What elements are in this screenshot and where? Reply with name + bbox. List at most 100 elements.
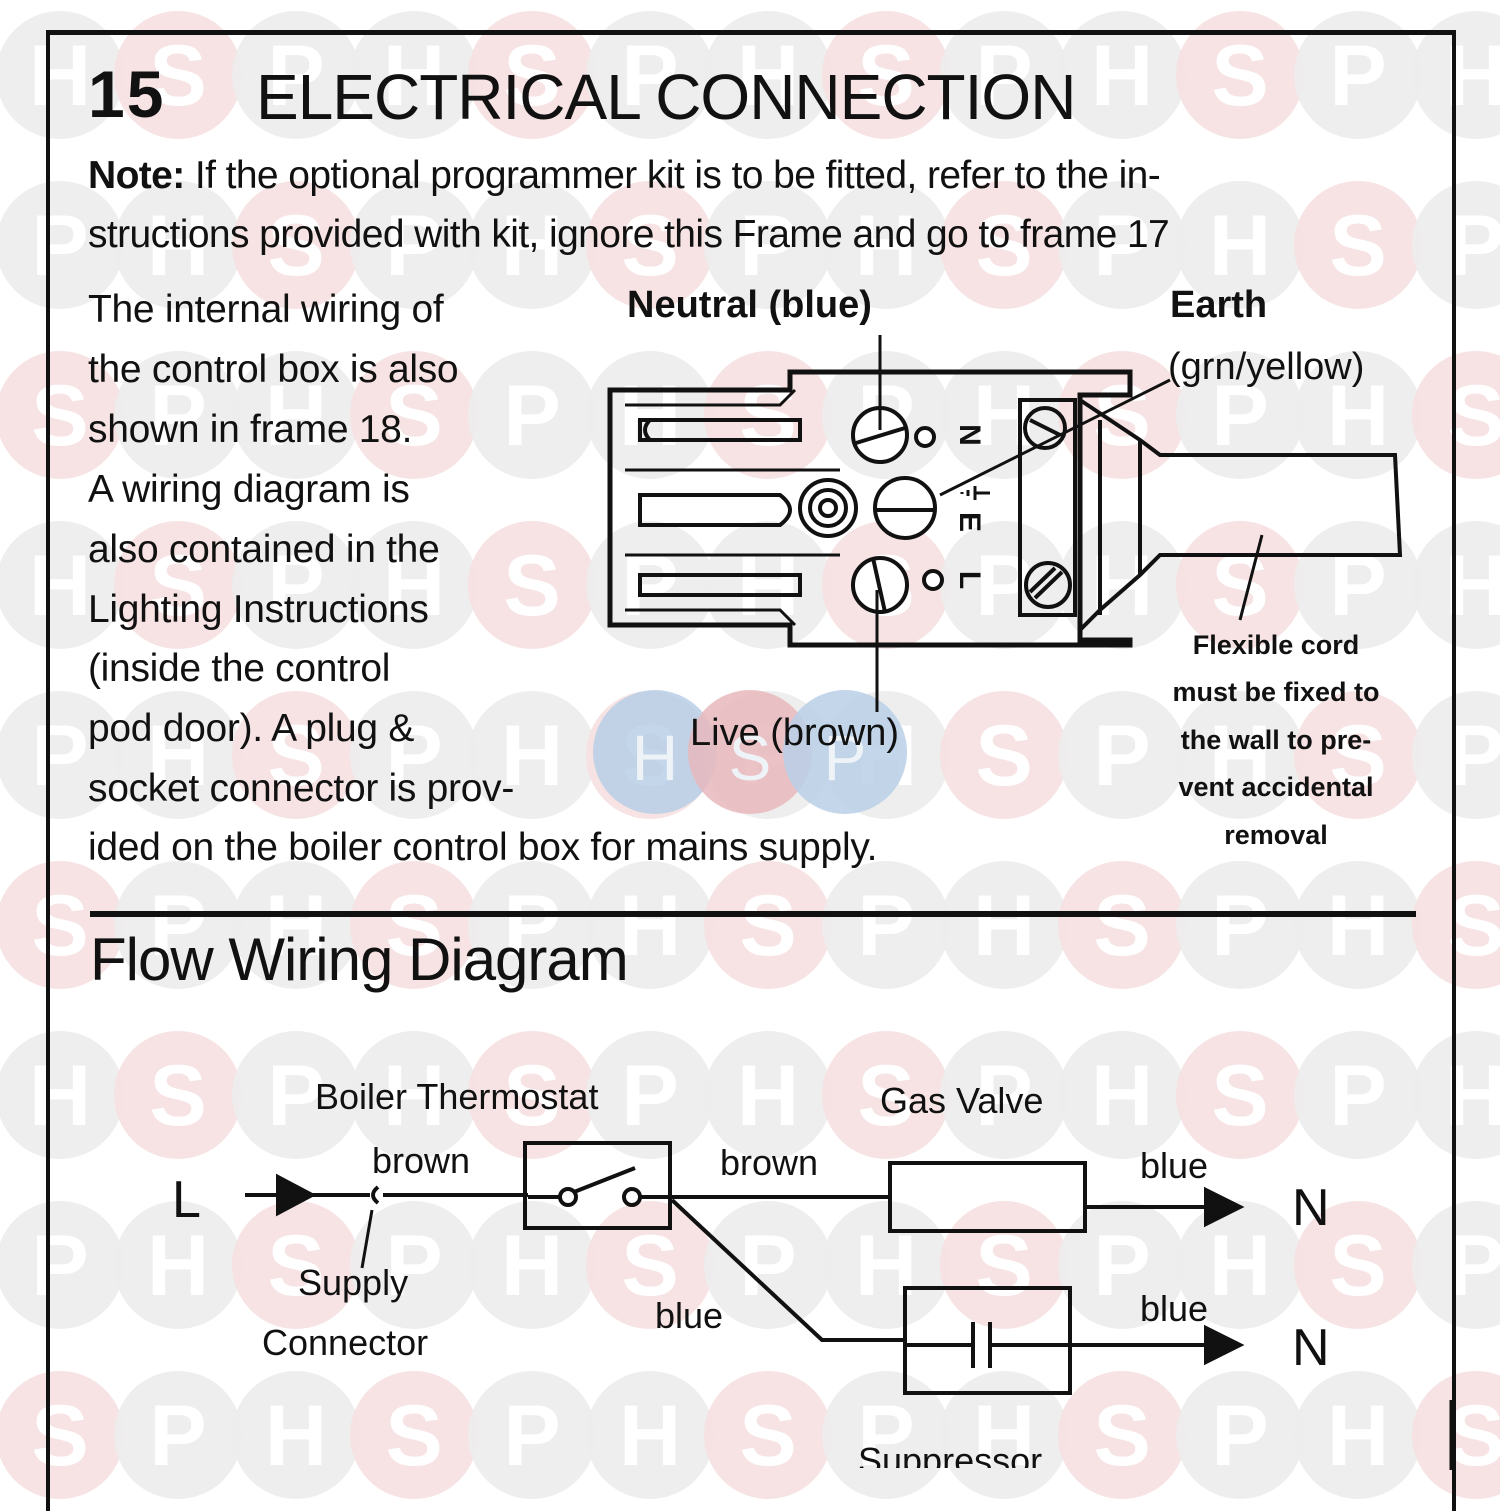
watermark-circle: H <box>1058 1031 1186 1159</box>
watermark-letter: S <box>975 708 1032 804</box>
watermark-letter: S <box>1093 878 1150 974</box>
watermark-letter: P <box>1329 28 1386 124</box>
watermark-circle: S <box>0 1371 124 1499</box>
watermark-circle: S <box>1294 181 1422 309</box>
watermark-circle: P <box>0 181 124 309</box>
watermark-circle: S <box>0 861 124 989</box>
watermark-letter: H <box>29 28 91 124</box>
watermark-letter: P <box>975 1048 1032 1144</box>
watermark-letter: H <box>501 1218 563 1314</box>
watermark-circle: P <box>1176 861 1304 989</box>
watermark-letter: P <box>385 708 442 804</box>
wire-label-brown-out: brown <box>720 1142 819 1183</box>
watermark-circle: H <box>232 861 360 989</box>
watermark-circle: S <box>468 1031 596 1159</box>
watermark-circle: P <box>586 1031 714 1159</box>
terminal-screws <box>798 406 944 614</box>
watermark-circle: P <box>114 1371 242 1499</box>
watermark-letter: P <box>267 538 324 634</box>
watermark-letter: S <box>1329 708 1386 804</box>
watermark-letter: H <box>619 878 681 974</box>
watermark-letter: S <box>31 1388 88 1484</box>
watermark-letter: S <box>385 878 442 974</box>
watermark-circle: S <box>704 351 832 479</box>
watermark-letter: H <box>383 538 445 634</box>
watermark-circle: H <box>1176 181 1304 309</box>
watermark-circle: S <box>232 691 360 819</box>
watermark-letter: P <box>975 28 1032 124</box>
watermark-circle: S <box>468 11 596 139</box>
watermark-letter: P <box>1447 708 1500 804</box>
boiler-thermostat-label: Boiler Thermostat <box>315 1076 599 1117</box>
watermark-circle: P <box>114 351 242 479</box>
watermark-circle: P <box>586 11 714 139</box>
watermark-circle: S <box>586 1201 714 1329</box>
watermark-letter: H <box>383 28 445 124</box>
watermark-circle: H <box>232 1371 360 1499</box>
watermark-circle: S <box>0 351 124 479</box>
watermark-circle: P <box>350 181 478 309</box>
cord-leader <box>1238 534 1264 621</box>
watermark-letter: S <box>1447 878 1500 974</box>
watermark-circle: S <box>940 691 1068 819</box>
watermark-circle: P <box>1412 181 1500 309</box>
watermark-letter: S <box>385 1388 442 1484</box>
note-line-2: structions provided with kit, ignore thi… <box>88 213 1170 256</box>
watermark-circle: H <box>940 1371 1068 1499</box>
earth-symbol-icon <box>960 486 990 500</box>
flow-wiring-title: Flow Wiring Diagram <box>90 926 629 993</box>
watermark-letter: P <box>1329 1048 1386 1144</box>
live-label: Live (brown) <box>690 712 900 754</box>
watermark-circle: P <box>1058 181 1186 309</box>
watermark-letter: H <box>29 538 91 634</box>
watermark-circle: P <box>468 1371 596 1499</box>
watermark-circle: S <box>822 1031 950 1159</box>
live-terminal-label: L <box>172 1171 201 1229</box>
earth-color-label: (grn/yellow) <box>1168 346 1365 388</box>
watermark-letter: S <box>975 198 1032 294</box>
body-line: (inside the control <box>88 647 391 690</box>
watermark-letter: H <box>619 1388 681 1484</box>
watermark-letter: H <box>29 1048 91 1144</box>
terminal-markings: N E L <box>953 424 986 589</box>
cord-clamp <box>1018 398 1077 617</box>
watermark-circle: H <box>114 691 242 819</box>
watermark-circle: H <box>822 181 950 309</box>
watermark-letter: S <box>267 198 324 294</box>
watermark-letter: P <box>267 1048 324 1144</box>
watermark-circle: S <box>114 1031 242 1159</box>
watermark-letter: S <box>267 1218 324 1314</box>
blue-wire-diagonal <box>670 1198 905 1342</box>
cord-note-line: the wall to pre- <box>1180 725 1372 755</box>
gas-valve-label: Gas Valve <box>880 1080 1044 1121</box>
watermark-circle: S <box>232 181 360 309</box>
note-text-1: If the optional programmer kit is to be … <box>184 154 1161 197</box>
watermark-circle: P <box>468 861 596 989</box>
watermark-letter: S <box>149 538 206 634</box>
svg-text:P: P <box>824 722 867 794</box>
watermark-letter: S <box>503 28 560 124</box>
wire-label-blue-mid: blue <box>655 1295 724 1336</box>
watermark-letter: S <box>739 878 796 974</box>
watermark-circle: P <box>232 521 360 649</box>
earth-label: Earth <box>1170 284 1268 326</box>
watermark-circle: H <box>350 11 478 139</box>
watermark-letter: P <box>1447 198 1500 294</box>
watermark-circle: P <box>0 1201 124 1329</box>
watermark-circle: H <box>704 1031 832 1159</box>
watermark-circle: P <box>114 861 242 989</box>
watermark-letter: P <box>503 368 560 464</box>
watermark-circle: H <box>1294 1371 1422 1499</box>
watermark-circle: S <box>1176 1031 1304 1159</box>
neutral-arrow-bottom-icon <box>1204 1324 1245 1366</box>
watermark-letter: H <box>383 1048 445 1144</box>
watermark-circle: S <box>1412 1371 1500 1499</box>
terminal-mark-e: E <box>953 512 986 532</box>
watermark-letter: S <box>621 1218 678 1314</box>
cord-note-line: must be fixed to <box>1172 677 1380 707</box>
watermark-letter: P <box>1211 878 1268 974</box>
watermark-circle: S <box>822 11 950 139</box>
section-divider <box>90 911 1416 917</box>
watermark-circle: S <box>350 861 478 989</box>
